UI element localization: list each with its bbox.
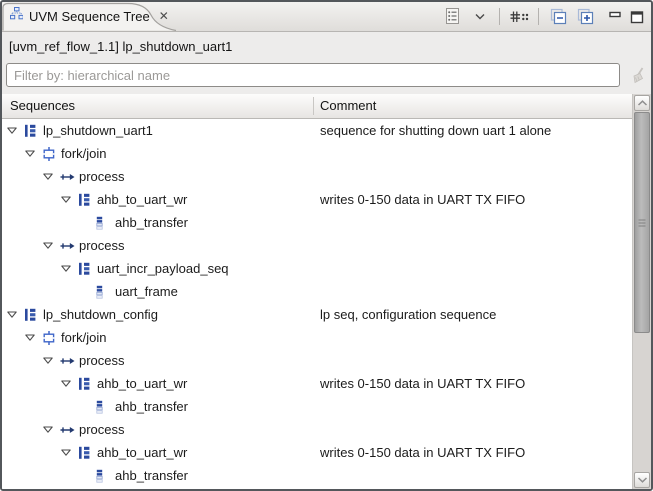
tree-row[interactable]: process	[2, 349, 632, 372]
tree-node-comment: writes 0-150 data in UART TX FIFO	[320, 445, 526, 460]
sequence-table: Sequences Comment lp_shutdown_uart1 seque…	[2, 94, 651, 489]
tree-node-label: ahb_transfer	[115, 215, 188, 230]
tree-node-label: process	[79, 422, 125, 437]
toolbar-separator	[538, 8, 539, 25]
tree-row[interactable]: process	[2, 165, 632, 188]
expand-arrow-icon[interactable]	[43, 242, 60, 249]
tree-row[interactable]: ahb_to_uart_wr writes 0-150 data in UART …	[2, 188, 632, 211]
expand-arrow-icon[interactable]	[61, 196, 78, 203]
expand-arrow-icon[interactable]	[7, 311, 24, 318]
seq-icon	[24, 124, 39, 138]
tree-node-label: process	[79, 169, 125, 184]
expand-arrow-icon[interactable]	[61, 380, 78, 387]
tree-node-label: lp_shutdown_uart1	[43, 123, 153, 138]
tree-row[interactable]: process	[2, 234, 632, 257]
tree-node-label: process	[79, 238, 125, 253]
tree-node-label: ahb_to_uart_wr	[97, 192, 188, 207]
tree-row[interactable]: uart_frame	[2, 280, 632, 303]
table-header: Sequences Comment	[2, 94, 651, 119]
tree-node-comment: writes 0-150 data in UART TX FIFO	[320, 192, 526, 207]
expand-arrow-icon[interactable]	[25, 150, 42, 157]
tree-node-label: ahb_transfer	[115, 468, 188, 483]
view-toolbar	[443, 7, 651, 27]
tree-row[interactable]: ahb_transfer	[2, 211, 632, 234]
grid-dots-icon[interactable]	[509, 7, 529, 27]
tree-node-comment: sequence for shutting down uart 1 alone	[320, 123, 552, 138]
vertical-scrollbar[interactable]	[632, 94, 651, 489]
fork-icon	[42, 330, 57, 345]
tree-node-label: fork/join	[61, 330, 107, 345]
item-icon	[96, 469, 111, 483]
scroll-up-icon[interactable]	[634, 95, 650, 111]
tree-row[interactable]: lp_shutdown_uart1 sequence for shutting d…	[2, 119, 632, 142]
tree-row[interactable]: ahb_to_uart_wr writes 0-150 data in UART …	[2, 372, 632, 395]
process-icon	[60, 241, 75, 251]
tree-row[interactable]: ahb_to_uart_wr writes 0-150 data in UART …	[2, 441, 632, 464]
tab-uvm-sequence-tree[interactable]: UVM Sequence Tree ✕	[2, 2, 180, 31]
scrollbar-track[interactable]	[634, 112, 650, 471]
filter-input[interactable]	[6, 63, 620, 87]
tree-node-label: uart_frame	[115, 284, 178, 299]
column-header-sequences[interactable]: Sequences	[10, 98, 76, 113]
scrollbar-thumb[interactable]	[634, 112, 650, 333]
scrollbar-grip	[638, 219, 646, 226]
expand-arrow-icon[interactable]	[7, 127, 24, 134]
expand-arrow-icon[interactable]	[43, 426, 60, 433]
tree-row[interactable]: process	[2, 418, 632, 441]
tree-node-label: ahb_transfer	[115, 399, 188, 414]
chevron-down-icon[interactable]	[470, 7, 490, 27]
tree-row[interactable]: ahb_transfer	[2, 464, 632, 487]
item-icon	[96, 216, 111, 230]
process-icon	[60, 425, 75, 435]
fork-icon	[42, 146, 57, 161]
toolbar-separator	[499, 8, 500, 25]
seq-icon	[78, 377, 93, 391]
tree-row[interactable]: lp_shutdown_config lp seq, configuration …	[2, 303, 632, 326]
seq-icon	[24, 308, 39, 322]
view-menu-icon[interactable]	[443, 7, 463, 27]
process-icon	[60, 172, 75, 182]
seq-icon	[78, 446, 93, 460]
breadcrumb: [uvm_ref_flow_1.1] lp_shutdown_uart1	[2, 32, 651, 60]
clear-filter-broom-icon[interactable]	[628, 65, 648, 87]
item-icon	[96, 285, 111, 299]
close-icon[interactable]: ✕	[158, 9, 169, 23]
maximize-icon[interactable]	[630, 10, 644, 24]
process-icon	[60, 356, 75, 366]
seq-icon	[78, 193, 93, 207]
tab-curve	[2, 2, 177, 31]
expand-all-icon[interactable]	[575, 7, 595, 27]
collapse-all-icon[interactable]	[548, 7, 568, 27]
item-icon	[96, 400, 111, 414]
tree-row[interactable]: uart_incr_payload_seq	[2, 257, 632, 280]
tree-node-label: ahb_to_uart_wr	[97, 445, 188, 460]
tree-node-label: fork/join	[61, 146, 107, 161]
column-divider[interactable]	[313, 97, 314, 115]
expand-arrow-icon[interactable]	[43, 173, 60, 180]
breadcrumb-text: [uvm_ref_flow_1.1] lp_shutdown_uart1	[9, 38, 233, 54]
tree-node-label: ahb_to_uart_wr	[97, 376, 188, 391]
filter-bar	[2, 60, 651, 94]
tree-row[interactable]: fork/join	[2, 142, 632, 165]
expand-arrow-icon[interactable]	[61, 449, 78, 456]
tree-node-label: uart_incr_payload_seq	[97, 261, 229, 276]
tab-title: UVM Sequence Tree	[29, 8, 150, 24]
view-tab-bar: UVM Sequence Tree ✕	[2, 2, 651, 32]
tree-node-label: process	[79, 353, 125, 368]
tree-row[interactable]: fork/join	[2, 326, 632, 349]
seq-icon	[78, 262, 93, 276]
column-header-comment[interactable]: Comment	[320, 98, 377, 113]
tree-row[interactable]: ahb_transfer	[2, 395, 632, 418]
expand-arrow-icon[interactable]	[61, 265, 78, 272]
tree-body: lp_shutdown_uart1 sequence for shutting d…	[2, 119, 632, 489]
expand-arrow-icon[interactable]	[43, 357, 60, 364]
expand-arrow-icon[interactable]	[25, 334, 42, 341]
tree-node-comment: lp seq, configuration sequence	[320, 307, 497, 322]
tree-node-comment: writes 0-150 data in UART TX FIFO	[320, 376, 526, 391]
minimize-icon[interactable]	[608, 10, 622, 24]
sequence-tree-icon	[10, 7, 24, 25]
scroll-down-icon[interactable]	[634, 472, 650, 488]
tree-node-label: lp_shutdown_config	[43, 307, 158, 322]
